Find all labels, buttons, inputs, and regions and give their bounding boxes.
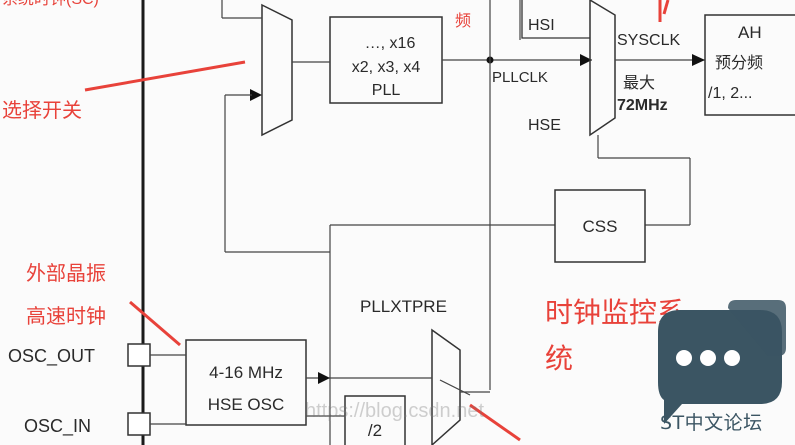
- div2-label: /2: [368, 421, 382, 440]
- osc-in-pin: [127, 412, 151, 436]
- osc-out-label: OSC_OUT: [8, 346, 95, 367]
- ahb-div-label: /1, 2...: [708, 85, 752, 102]
- hse-osc-label: HSE OSC: [208, 395, 285, 414]
- sysclk-arrow: [692, 54, 705, 66]
- hse-out-arrow: [318, 372, 330, 384]
- chat-bubble-icon: [658, 300, 786, 424]
- pll-mux-input-arrow: [250, 89, 262, 101]
- pll-line2: x2, x3, x4: [352, 59, 421, 76]
- css-label: CSS: [583, 217, 618, 236]
- logo-text: ST中文论坛: [660, 412, 763, 434]
- ext-crystal-annotation: 外部晶振: [26, 262, 106, 285]
- pllxtpre-label: PLLXTPRE: [360, 297, 447, 316]
- hse-label: HSE: [528, 117, 561, 134]
- osc-in-label: OSC_IN: [24, 416, 91, 437]
- watermark-url: https://blog.csdn.net: [305, 400, 485, 422]
- select-switch-annotation: 选择开关: [2, 99, 82, 122]
- hse-osc-block: [185, 339, 307, 426]
- ahb-label: AH: [738, 23, 762, 42]
- osc-out-pin: [127, 343, 151, 367]
- freq-partial-annotation: 频: [455, 12, 471, 30]
- hsi-label: HSI: [528, 17, 555, 34]
- hse-freq-label: 4-16 MHz: [209, 363, 283, 382]
- top-partial-annotation: 系统时钟(SC): [2, 0, 99, 8]
- ahb-pre-label: 预分频: [715, 54, 763, 72]
- pll-source-mux: [261, 3, 293, 137]
- css-block: [554, 189, 646, 263]
- sysclk-mux: [589, 0, 616, 137]
- pll-line1: …, x16: [365, 35, 416, 52]
- max-freq-label: 72MHz: [617, 97, 668, 114]
- pll-line3: PLL: [372, 82, 401, 99]
- pllclk-label: PLLCLK: [492, 69, 548, 86]
- monitor-annotation-line2: 统: [545, 343, 573, 374]
- max-label: 最大: [623, 74, 655, 92]
- select-switch-pointer: [84, 60, 246, 92]
- ahb-prescaler-block: [704, 14, 795, 116]
- pllclk-arrow: [580, 54, 592, 66]
- pllxtpre-mux: [431, 328, 461, 445]
- hs-clock-annotation: 高速时钟: [26, 305, 106, 328]
- sysclk-label: SYSCLK: [617, 32, 680, 49]
- div2-block: [344, 395, 406, 445]
- crystal-pointer: [129, 300, 181, 347]
- pllxtpre-pointer: [469, 403, 521, 442]
